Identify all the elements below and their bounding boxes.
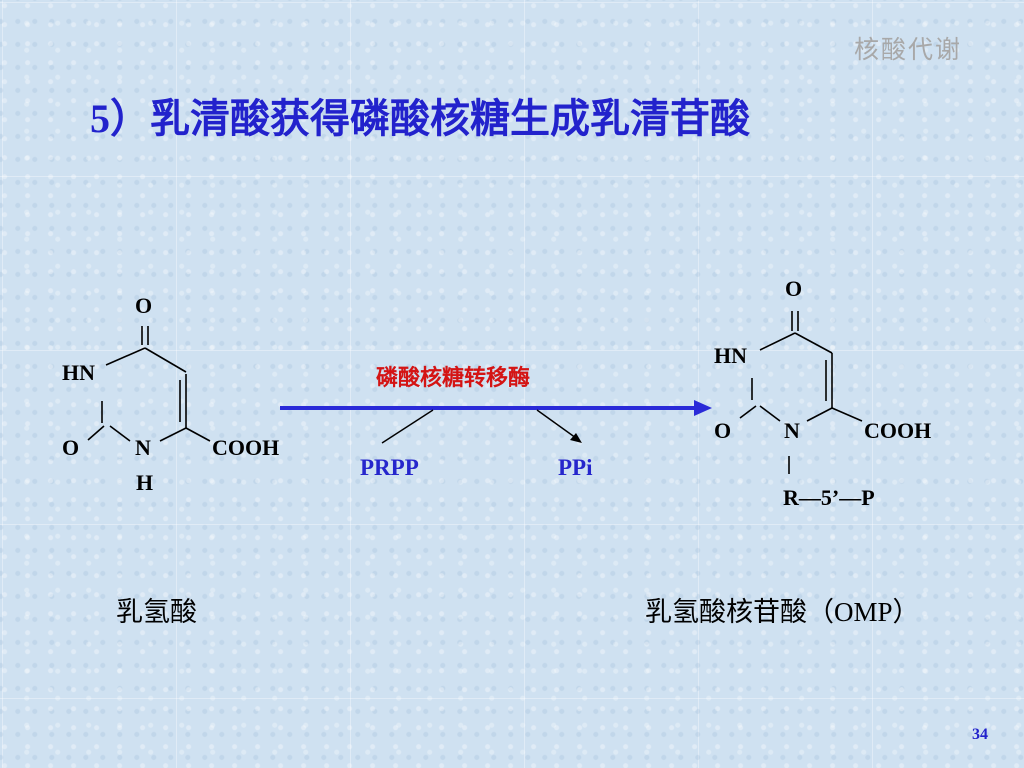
right-atom-cooh: COOH	[864, 418, 932, 443]
left-atom-cooh: COOH	[212, 435, 280, 460]
enzyme-label: 磷酸核糖转移酶	[376, 365, 531, 390]
left-atom-o-top: O	[135, 293, 153, 318]
reactant-prpp-label: PRPP	[360, 455, 419, 480]
left-atom-hn: HN	[62, 360, 95, 385]
right-atom-o-left: O	[714, 418, 732, 443]
left-atom-o-left: O	[62, 435, 80, 460]
right-atom-hn: HN	[714, 343, 747, 368]
right-atom-n: N	[784, 418, 800, 443]
right-ring-bonds	[739, 311, 863, 474]
header-course-tag: 核酸代谢	[853, 37, 962, 64]
left-atom-h: H	[136, 470, 154, 495]
left-atom-n: N	[135, 435, 151, 460]
right-molecule-name: 乳氢酸核苷酸（OMP）	[645, 597, 920, 627]
right-atom-r-chain: R—5’—P	[783, 485, 875, 510]
slide-title: 5）乳清酸获得磷酸核糖生成乳清苷酸	[90, 96, 750, 141]
product-ppi-label: PPi	[558, 455, 593, 480]
page-number: 34	[972, 726, 988, 743]
right-atom-o-top: O	[785, 276, 803, 301]
left-ring-bonds	[87, 326, 211, 442]
left-molecule-name: 乳氢酸	[116, 597, 197, 627]
reaction-arrow	[280, 400, 712, 444]
